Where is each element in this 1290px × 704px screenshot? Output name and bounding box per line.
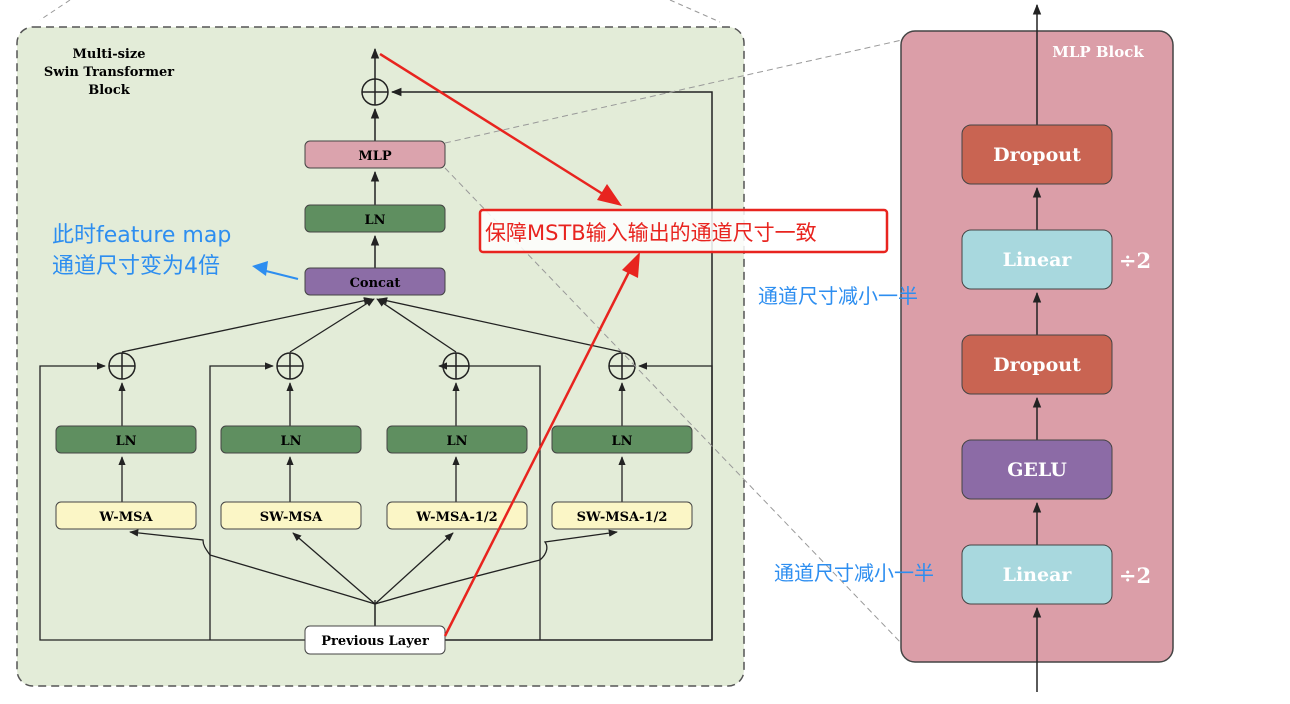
mlp-dropout-mid-box xyxy=(961,334,1113,395)
red-arrow-bottom-line xyxy=(443,265,634,637)
branch2-attn-label: SW-MSA xyxy=(260,510,323,525)
branch2-residual xyxy=(209,362,274,640)
zoom-line xyxy=(669,0,721,23)
branch2-to-concat xyxy=(289,298,375,353)
multi-size-swin-block: Multi-size Swin Transformer Block MLP LN… xyxy=(16,26,745,687)
panel-title-line2: Swin Transformer xyxy=(44,65,174,80)
feature-map-note-line2: 通道尺寸变为4倍 xyxy=(52,254,220,279)
branch2-attn-box xyxy=(220,501,362,530)
branch1-ln-box xyxy=(55,425,197,454)
mlp-dropout-mid-label: Dropout xyxy=(993,354,1081,376)
mlp-linear-top-divide: ÷2 xyxy=(1119,248,1151,273)
branch4-attn-label: SW-MSA-1/2 xyxy=(577,510,668,525)
branch1-attn-label: W-MSA xyxy=(98,510,153,525)
branch-w-msa: LN W-MSA xyxy=(55,352,197,530)
branch3-ln-label: LN xyxy=(446,434,467,449)
top-mlp-label: MLP xyxy=(358,149,392,164)
mlp-dropout-top-box xyxy=(961,124,1113,185)
feature-map-note-arrowhead xyxy=(252,261,268,276)
concat-label: Concat xyxy=(350,276,401,291)
top-ln-box xyxy=(304,204,446,233)
mlp-linear-bottom-divide: ÷2 xyxy=(1119,563,1151,588)
half-channel-note-lower: 通道尺寸减小一半 xyxy=(774,561,934,585)
mlp-gelu-box xyxy=(961,439,1113,500)
branch3-residual xyxy=(438,362,541,640)
branch4-to-concat xyxy=(378,297,623,353)
branch3-attn-label: W-MSA-1/2 xyxy=(415,510,497,525)
top-add-node xyxy=(361,78,389,106)
red-arrow-bottom-head xyxy=(622,252,640,278)
mlp-gelu-label: GELU xyxy=(1007,459,1067,481)
input-to-swmsa xyxy=(292,532,376,605)
concat-box xyxy=(304,267,446,296)
mlp-dropout-top-label: Dropout xyxy=(993,144,1081,166)
half-channel-note-upper: 通道尺寸减小一半 xyxy=(758,284,918,308)
branch3-to-concat xyxy=(376,298,457,353)
previous-layer-label: Previous Layer xyxy=(321,634,429,649)
mlp-linear-top-label: Linear xyxy=(1003,249,1073,271)
branch1-residual xyxy=(39,362,305,641)
branch4-residual xyxy=(638,362,713,640)
mlp-linear-bottom-label: Linear xyxy=(1003,564,1073,586)
mlp-block: MLP Block Dropout Linear ÷2 Dropout GELU… xyxy=(900,3,1174,692)
input-to-swmsa-half xyxy=(374,529,618,605)
mstb-note-box xyxy=(478,208,889,254)
feature-map-note-arrow xyxy=(261,269,299,280)
branch2-ln-box xyxy=(220,425,362,454)
zoom-line-top xyxy=(444,39,903,144)
mstb-note-text: 保障MSTB输入输出的通道尺寸一致 xyxy=(485,221,817,245)
mlp-linear-top-box xyxy=(961,229,1113,290)
mlp-linear-bottom-box xyxy=(961,544,1113,605)
branch3-attn-box xyxy=(386,501,528,530)
input-to-wmsa-half xyxy=(374,532,454,605)
zoom-line xyxy=(39,0,71,21)
branch1-to-concat xyxy=(121,297,373,353)
branch-sw-msa: LN SW-MSA xyxy=(220,352,362,530)
panel-title-line1: Multi-size xyxy=(72,47,145,62)
branch3-ln-box xyxy=(386,425,528,454)
top-ln-label: LN xyxy=(364,213,385,228)
branch1-ln-label: LN xyxy=(115,434,136,449)
branch-sw-msa-half: LN SW-MSA-1/2 xyxy=(551,352,693,530)
previous-layer-box xyxy=(304,625,446,655)
input-to-wmsa xyxy=(129,529,376,605)
branch4-ln-label: LN xyxy=(611,434,632,449)
left-panel-bg xyxy=(16,26,745,687)
panel-title-line3: Block xyxy=(88,83,131,98)
branch-w-msa-half: LN W-MSA-1/2 xyxy=(386,352,528,530)
feature-map-note-line1: 此时feature map xyxy=(52,223,231,248)
mlp-block-title: MLP Block xyxy=(1052,43,1144,61)
branch4-attn-box xyxy=(551,501,693,530)
branch2-ln-label: LN xyxy=(280,434,301,449)
branch4-ln-box xyxy=(551,425,693,454)
branch1-attn-box xyxy=(55,501,197,530)
red-arrow-top-line xyxy=(379,52,607,198)
top-mlp-box xyxy=(304,140,446,169)
red-arrow-top-head xyxy=(597,184,622,206)
